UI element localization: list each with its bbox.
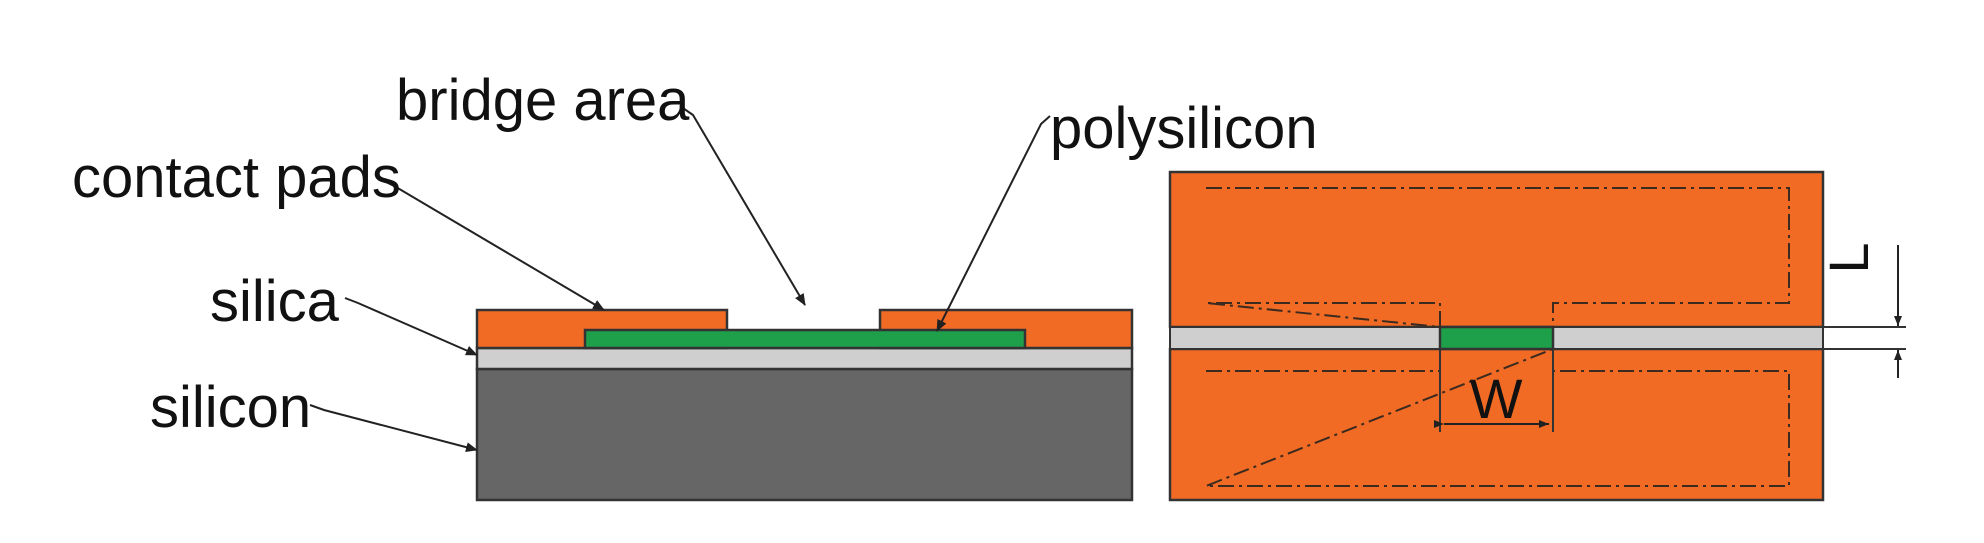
silica-leader	[344, 297, 478, 356]
leader-lines	[309, 105, 1051, 453]
silicon-leader	[309, 404, 478, 453]
width-label: W	[1470, 367, 1523, 430]
contact-pads-leader	[381, 179, 605, 311]
bridge-area-leader	[679, 105, 806, 306]
top-polysilicon-bridge	[1438, 325, 1555, 351]
bridge-area-label: bridge area	[396, 68, 690, 133]
length-label: L	[1817, 242, 1880, 273]
upper-dashdot-outline	[1205, 187, 1790, 329]
polysilicon-label: polysilicon	[1050, 96, 1318, 161]
silica-label: silica	[210, 269, 340, 334]
labels: bridge area polysilicon contact pads sil…	[72, 68, 1318, 440]
length-dimension: L	[1817, 242, 1906, 378]
contact-pads-label: contact pads	[72, 145, 401, 210]
polysilicon-leader	[936, 115, 1051, 332]
polysilicon-layer	[583, 328, 1027, 350]
width-dimension: W	[1434, 349, 1554, 432]
top-pad-upper	[1168, 170, 1825, 329]
silica-layer	[475, 346, 1134, 371]
silicon-label: silicon	[150, 375, 311, 440]
silicon-layer	[475, 367, 1134, 502]
cross-section-view	[475, 308, 1134, 502]
top-view	[1168, 170, 1825, 502]
